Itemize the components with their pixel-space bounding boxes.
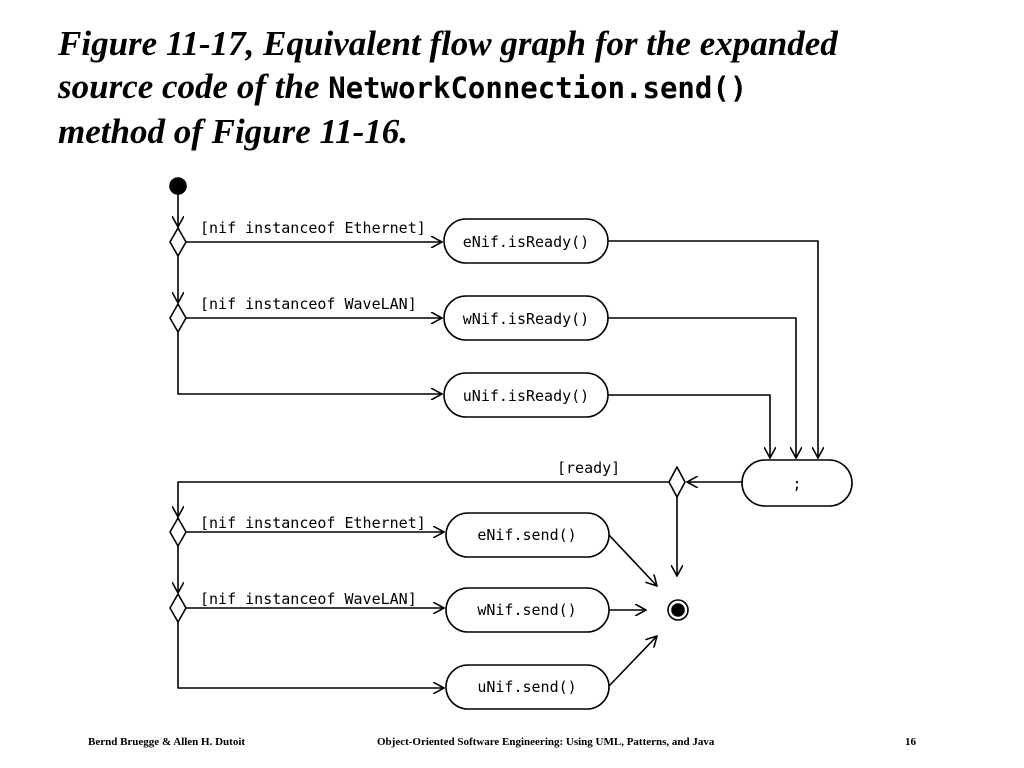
edge-unif-send-to-final [608,636,657,687]
guard-ethernet-1: [nif instanceof Ethernet] [200,219,426,237]
label-wnif-isready: wNif.isReady() [463,310,589,328]
edge-ready-branch [178,481,669,517]
footer-authors: Bernd Bruegge & Allen H. Dutoit [88,736,246,748]
guard-wavelan-1: [nif instanceof WaveLAN] [200,295,417,313]
guard-ready: [ready] [557,459,620,477]
edge-wnif-isready-to-join [608,317,796,458]
node-join [741,459,853,507]
decision-ready [668,466,686,498]
title-line-2-prefix: source code of the [58,67,329,106]
slide-title: Figure 11-17, Equivalent flow graph for … [58,22,998,153]
label-unif-isready: uNif.isReady() [463,387,589,405]
edge-else-1 [177,332,442,394]
initial-node [169,177,187,195]
title-line-2-code: NetworkConnection.send() [328,71,748,105]
final-node-core [671,603,685,617]
title-line-3: method of Figure 11-16. [58,112,409,151]
guard-wavelan-2: [nif instanceof WaveLAN] [200,590,417,608]
edge-enif-send-to-final [608,534,657,586]
label-join: ; [792,475,801,493]
edge-unif-isready-to-join [608,394,770,458]
decision-ethernet-2 [169,517,187,547]
guard-ethernet-2: [nif instanceof Ethernet] [200,514,426,532]
edge-else-2 [177,622,444,688]
label-unif-send: uNif.send() [477,678,576,696]
edge-enif-isready-to-join [608,240,818,458]
title-line-1: Figure 11-17, Equivalent flow graph for … [58,24,838,63]
decision-wavelan-2 [169,593,187,623]
label-wnif-send: wNif.send() [477,601,576,619]
decision-ethernet-1 [169,227,187,257]
footer-book-title: Object-Oriented Software Engineering: Us… [377,736,715,748]
label-enif-send: eNif.send() [477,526,576,544]
label-enif-isready: eNif.isReady() [463,233,589,251]
decision-wavelan-1 [169,303,187,333]
node-unif-send [445,664,610,710]
footer-page-number: 16 [905,736,916,748]
